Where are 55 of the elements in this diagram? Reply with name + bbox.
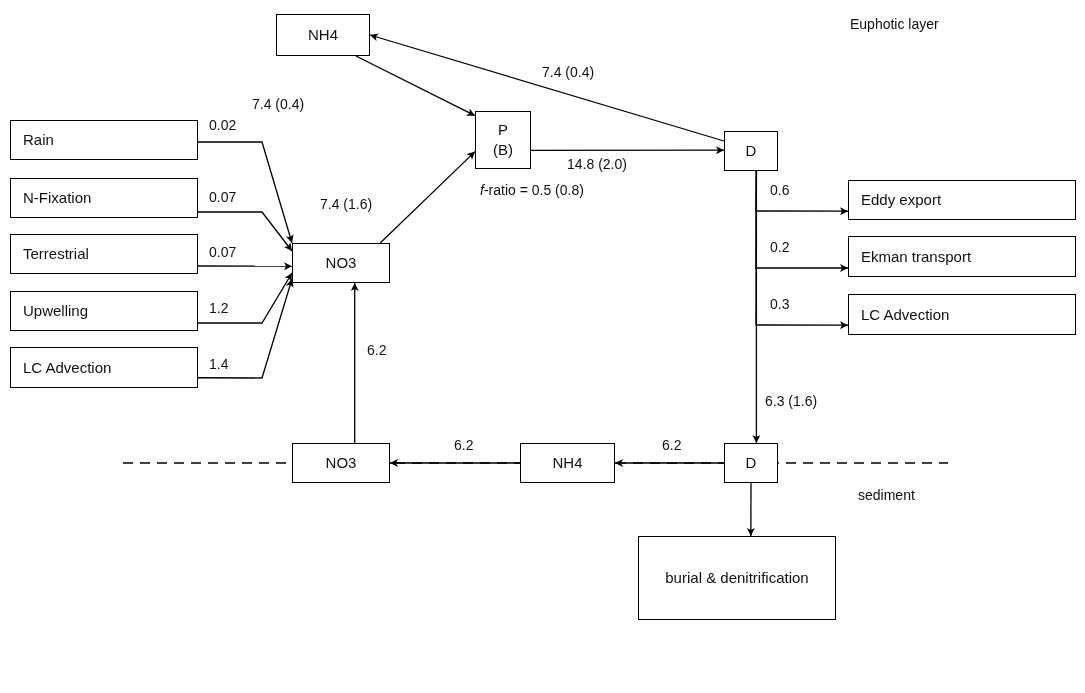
- node-label: N-Fixation: [23, 188, 92, 208]
- process-box: [724, 131, 778, 171]
- process-box: [848, 180, 1076, 220]
- arrow: [369, 33, 725, 142]
- arrow: [197, 262, 293, 271]
- arrow: [746, 482, 755, 537]
- process-box: [292, 443, 390, 483]
- arrow: [197, 278, 294, 379]
- arrow: [379, 150, 476, 244]
- edge-label: 14.8 (2.0): [565, 156, 629, 173]
- node-label: D: [745, 453, 757, 473]
- process-box: [724, 443, 778, 483]
- node-label: D: [745, 141, 757, 161]
- node-label: NO3: [325, 253, 357, 273]
- node-label: NH4: [552, 453, 583, 473]
- process-box: [10, 178, 198, 218]
- node-label: P: [498, 120, 508, 140]
- process-box: [10, 120, 198, 160]
- arrow: [197, 211, 293, 252]
- node-label: Rain: [23, 130, 54, 150]
- edge-label: 7.4 (0.4): [540, 64, 597, 81]
- arrow: [355, 55, 476, 117]
- node-label: NO3: [325, 453, 357, 473]
- arrow: [530, 146, 725, 155]
- arrow: [389, 459, 521, 467]
- node-label: LC Advection: [861, 304, 950, 325]
- edge-label: 7.4 (1.6): [318, 196, 375, 213]
- arrow: [614, 459, 725, 467]
- process-box: [848, 236, 1076, 277]
- node-label: (B): [493, 140, 513, 160]
- node-label: Eddy export: [861, 190, 942, 210]
- process-box: [520, 443, 615, 483]
- process-box: [10, 291, 198, 331]
- annotation-text: f-ratio = 0.5 (0.8): [480, 182, 584, 199]
- arrow: [752, 170, 761, 444]
- arrow: [197, 272, 293, 324]
- edge-label: 6.3 (1.6): [763, 393, 820, 410]
- process-box: [10, 234, 198, 274]
- node-label: LC Advection: [23, 357, 112, 378]
- process-box: [292, 243, 390, 283]
- node-label: Upwelling: [23, 301, 89, 321]
- arrow: [350, 282, 359, 444]
- node-label: burial & denitrification: [665, 568, 809, 588]
- process-box: [10, 347, 198, 388]
- annotation-text: sediment: [858, 487, 915, 504]
- process-box: [638, 536, 836, 620]
- annotation-text: Euphotic layer: [850, 16, 939, 33]
- node-label: Terrestrial: [23, 244, 89, 264]
- node-label: NH4: [308, 25, 338, 45]
- arrow: [197, 141, 294, 244]
- process-box: [848, 294, 1076, 335]
- process-box: [475, 111, 531, 169]
- process-box: [276, 14, 370, 56]
- node-label: Ekman transport: [861, 246, 972, 267]
- edge-label: 7.4 (0.4): [250, 96, 307, 113]
